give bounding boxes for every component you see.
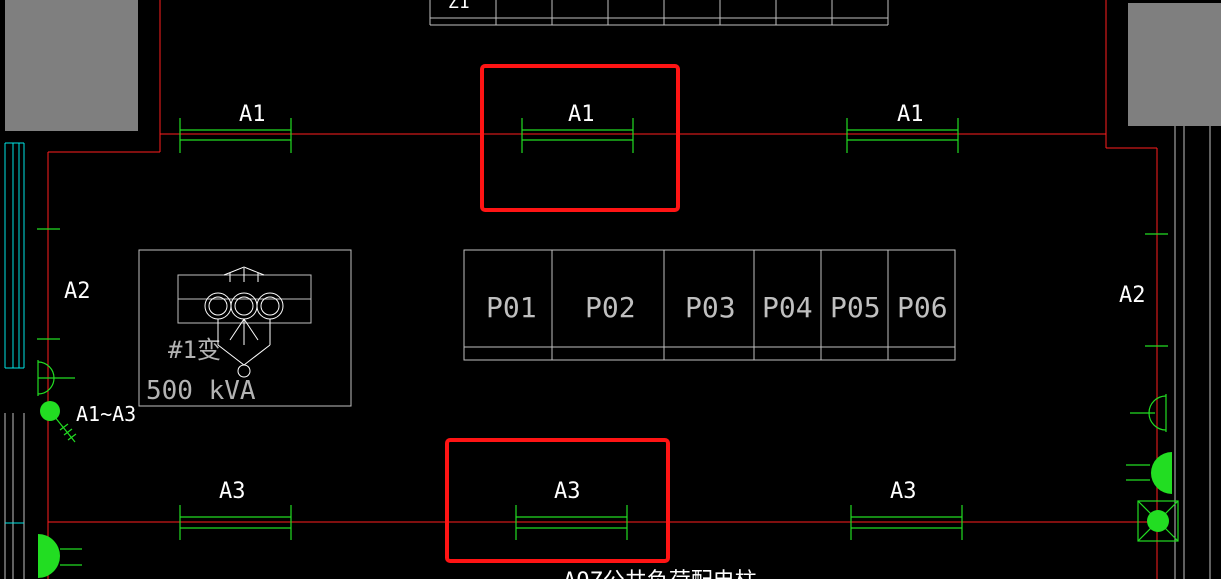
column-top-left — [5, 0, 138, 131]
fixture-bottom-3[interactable]: A3 — [850, 479, 963, 540]
panel-label-p01[interactable]: P01 — [486, 291, 537, 324]
panel-label-p05[interactable]: P05 — [830, 291, 881, 324]
transformer-rating: 500 kVA — [146, 376, 256, 406]
fixture-top-1[interactable]: A1 — [179, 102, 292, 153]
fixture-label: A3 — [219, 479, 246, 504]
room-wall-outline — [47, 0, 1158, 579]
fixture-bottom-1[interactable]: A3 — [179, 479, 292, 540]
transformer-name: #1变 — [168, 336, 221, 364]
panel-label-p06[interactable]: P06 — [897, 291, 948, 324]
fixture-label: A2 — [64, 279, 91, 304]
panel-label-p02[interactable]: P02 — [585, 291, 636, 324]
left-window-frame — [4, 142, 25, 579]
top-table-label: Z1 — [448, 0, 470, 13]
fixture-label: A3 — [890, 479, 917, 504]
fixture-bottom-2[interactable]: A3 — [515, 479, 628, 540]
right-wall-lines — [1174, 126, 1211, 579]
fixture-label: A1 — [897, 102, 924, 127]
light-switch-right[interactable] — [1126, 394, 1179, 542]
fixture-right[interactable]: A2 — [1119, 233, 1168, 347]
switchgear-panels — [463, 249, 956, 361]
bottom-note: AOZ公共负荷配电柱 — [563, 569, 757, 579]
top-schedule-table: Z1 — [429, 0, 889, 26]
fixture-label: A3 — [554, 479, 581, 504]
transformer-block[interactable]: #1变 500 kVA — [138, 249, 352, 407]
emergency-light-left[interactable] — [38, 534, 82, 578]
panel-label-p03[interactable]: P03 — [685, 291, 736, 324]
fixture-top-2[interactable]: A1 — [521, 102, 634, 153]
light-switch-left[interactable]: A1~A3 — [37, 360, 136, 443]
transformer-coil-icon — [204, 266, 284, 378]
fixture-top-3[interactable]: A1 — [846, 102, 959, 153]
fixture-label: A1 — [239, 102, 266, 127]
highlight-box-bottom — [445, 438, 670, 563]
panel-label-p04[interactable]: P04 — [762, 291, 813, 324]
fixture-left[interactable]: A2 — [37, 228, 91, 340]
column-top-right — [1128, 3, 1221, 126]
fixture-label: A2 — [1119, 283, 1146, 308]
highlight-box-top — [480, 64, 680, 212]
switch-label: A1~A3 — [76, 402, 136, 426]
fixture-label: A1 — [568, 102, 595, 127]
